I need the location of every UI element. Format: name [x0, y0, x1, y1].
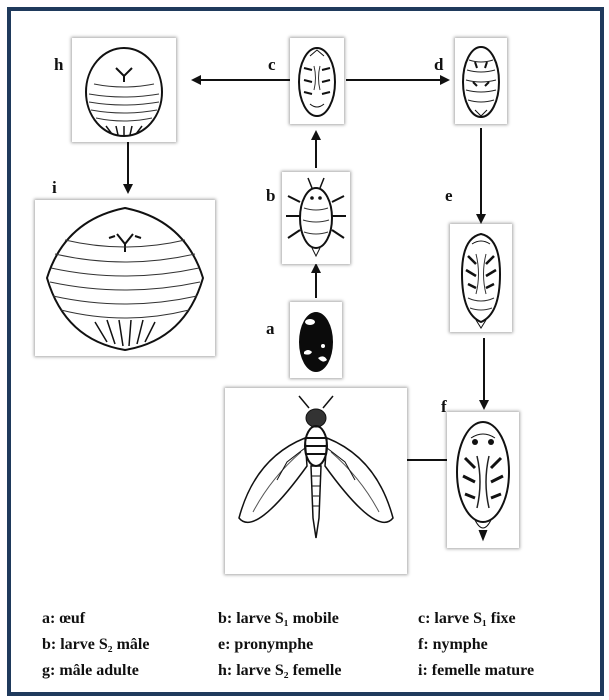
legend-e: e: pronymphe: [218, 637, 313, 653]
stage-label-f: f: [441, 398, 447, 415]
male-larva-illustration: [455, 38, 507, 124]
mature-female-illustration: [35, 200, 215, 356]
legend-i: i: femelle mature: [418, 663, 534, 679]
legend-b2: b: larve S₂ mâle: [42, 637, 149, 653]
legend-c: c: larve S₁ fixe: [418, 611, 516, 627]
legend-h: h: larve S₂ femelle: [218, 663, 341, 679]
stage-label-c: c: [268, 56, 276, 73]
stage-label-i: i: [52, 179, 57, 196]
pronymph-illustration: [450, 224, 512, 332]
fixed-larva-illustration: [290, 38, 344, 124]
adult-male-illustration: [225, 388, 407, 574]
stage-label-d: d: [434, 56, 443, 73]
female-larva-illustration: [72, 38, 176, 142]
legend-a: a: œuf: [42, 611, 85, 627]
stage-label-a: a: [266, 320, 275, 337]
legend-b1: b: larve S₁ mobile: [218, 611, 339, 627]
legend-g: g: mâle adulte: [42, 663, 139, 679]
legend-f: f: nymphe: [418, 637, 488, 653]
egg-illustration: [290, 302, 342, 378]
mobile-larva-illustration: [282, 172, 350, 264]
stage-label-b: b: [266, 187, 275, 204]
stage-label-e: e: [445, 187, 453, 204]
stage-label-h: h: [54, 56, 63, 73]
nymph-illustration: [447, 412, 519, 548]
